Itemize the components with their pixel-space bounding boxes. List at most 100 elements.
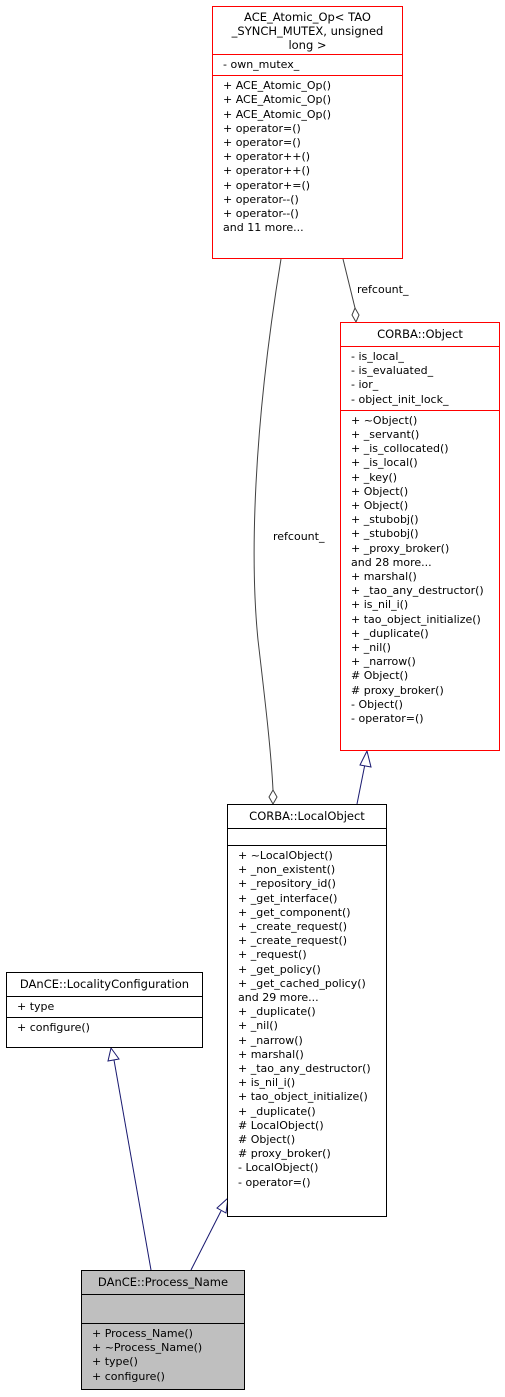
class-title: CORBA::Object [377,327,463,341]
operation: + is_nil_i() [238,1076,296,1090]
refcount-edge-ace-to-localobject [253,258,282,791]
operation: - operator=() [238,1175,311,1189]
refcount-label-right: refcount_ [357,283,409,296]
operation: + _get_interface() [238,891,338,905]
operation: + _request() [238,948,307,962]
operations-section: + ~LocalObject() + _non_existent() + _re… [228,845,386,1193]
operation: + _get_cached_policy() [238,976,366,990]
class-title-line: long > [288,38,327,52]
operation: # LocalObject() [238,1118,324,1132]
operation: + _get_policy() [238,962,321,976]
inheritance-arrow-object [359,749,372,768]
operation: + operator=() [223,136,301,150]
operation: + _narrow() [238,1033,303,1047]
operation: + tao_object_initialize() [238,1090,368,1104]
operation: + type() [92,1355,138,1369]
operation: + _repository_id() [238,877,336,891]
operation: + configure() [17,1021,90,1035]
operation: # Object() [238,1133,296,1147]
attributes-section: - own_mutex_ [213,54,402,75]
operation: - LocalObject() [238,1161,319,1175]
operation: + _stubobj() [351,513,419,527]
operation: + _create_request() [238,920,348,934]
class-title-line: _SYNCH_MUTEX, unsigned [231,24,384,38]
operations-section: + Process_Name() + ~Process_Name() + typ… [82,1323,244,1387]
operation: + _nil() [351,641,391,655]
class-ace-atomic-op[interactable]: ACE_Atomic_Op< TAO _SYNCH_MUTEX, unsigne… [212,6,403,259]
operation: + _get_component() [238,905,351,919]
operation: + operator+=() [223,178,311,192]
operation: + is_nil_i() [351,598,409,612]
operation: + operator++() [223,164,311,178]
class-process-name[interactable]: DAnCE::Process_Name + Process_Name() + ~… [81,1270,245,1390]
operation: + _key() [351,470,398,484]
operation: # proxy_broker() [238,1147,331,1161]
operation: + operator++() [223,150,311,164]
class-title: CORBA::LocalObject [249,809,365,823]
inheritance-edge-process-to-localobject [190,1210,222,1271]
operation: + _duplicate() [351,626,429,640]
attribute: - own_mutex_ [223,58,300,71]
attribute: - ior_ [351,378,379,392]
operation: + _narrow() [351,655,416,669]
class-title: DAnCE::LocalityConfiguration [19,977,190,991]
class-corba-localobject[interactable]: CORBA::LocalObject + ~LocalObject() + _n… [227,804,387,1217]
operation: + _nil() [238,1019,278,1033]
operation: + ~Process_Name() [92,1341,203,1355]
class-title-line: ACE_Atomic_Op< TAO [244,10,371,24]
class-title: ACE_Atomic_Op< TAO _SYNCH_MUTEX, unsigne… [213,7,402,54]
operation: - Object() [351,697,403,711]
operation: + _create_request() [238,934,348,948]
class-title: DAnCE::Process_Name [97,1275,229,1289]
class-locality-configuration[interactable]: DAnCE::LocalityConfiguration + type + co… [6,972,203,1048]
operation: + tao_object_initialize() [351,612,481,626]
operation: + _is_collocated() [351,442,449,456]
refcount-edge-ace-to-object [342,258,356,309]
inheritance-edge-process-to-locality [113,1059,152,1271]
operations-section: + configure() [7,1017,202,1038]
operation: + _duplicate() [238,1005,316,1019]
operation: and 11 more... [223,221,304,235]
operation: # Object() [351,669,409,683]
operation: + Object() [351,484,409,498]
operation: # proxy_broker() [351,683,444,697]
attribute: - is_local_ [351,350,404,363]
aggregation-diamond-object [351,306,360,324]
operation: + ACE_Atomic_Op() [223,107,332,121]
operation: + _proxy_broker() [351,541,450,555]
operation: + _tao_any_destructor() [238,1062,371,1076]
attribute: - is_evaluated_ [351,364,434,378]
operation: and 28 more... [351,555,432,569]
class-corba-object[interactable]: CORBA::Object - is_local_ - is_evaluated… [340,322,500,751]
operation: + _servant() [351,428,420,442]
operation: + Process_Name() [92,1327,193,1340]
aggregation-diamond-localobject [268,788,278,806]
attributes-section [228,828,386,845]
attributes-section: - is_local_ - is_evaluated_ - ior_ - obj… [341,346,499,410]
operation: + operator=() [223,121,301,135]
attribute: - object_init_lock_ [351,392,449,406]
operation: + _is_local() [351,456,418,470]
operation: + operator--() [223,207,299,221]
attributes-section: + type [7,996,202,1017]
inheritance-arrow-locality [107,1046,120,1062]
attributes-section [82,1294,244,1323]
operation: + ~Object() [351,413,418,427]
operations-section: + ACE_Atomic_Op() + ACE_Atomic_Op() + AC… [213,75,402,238]
operation: + operator--() [223,192,299,206]
operation: + Object() [351,499,409,513]
operations-section: + ~Object() + _servant() + _is_collocate… [341,409,499,729]
operation: + configure() [92,1369,165,1383]
inheritance-edge-localobject-to-object [356,763,366,805]
refcount-label-left: refcount_ [273,530,325,543]
operation: + ACE_Atomic_Op() [223,93,332,107]
attribute: + type [17,1000,55,1013]
operation: + _stubobj() [351,527,419,541]
operation: + marshal() [351,570,417,584]
operation: + ACE_Atomic_Op() [223,79,332,93]
operation: - operator=() [351,712,424,726]
operation: + _tao_any_destructor() [351,584,484,598]
operation: + _duplicate() [238,1104,316,1118]
